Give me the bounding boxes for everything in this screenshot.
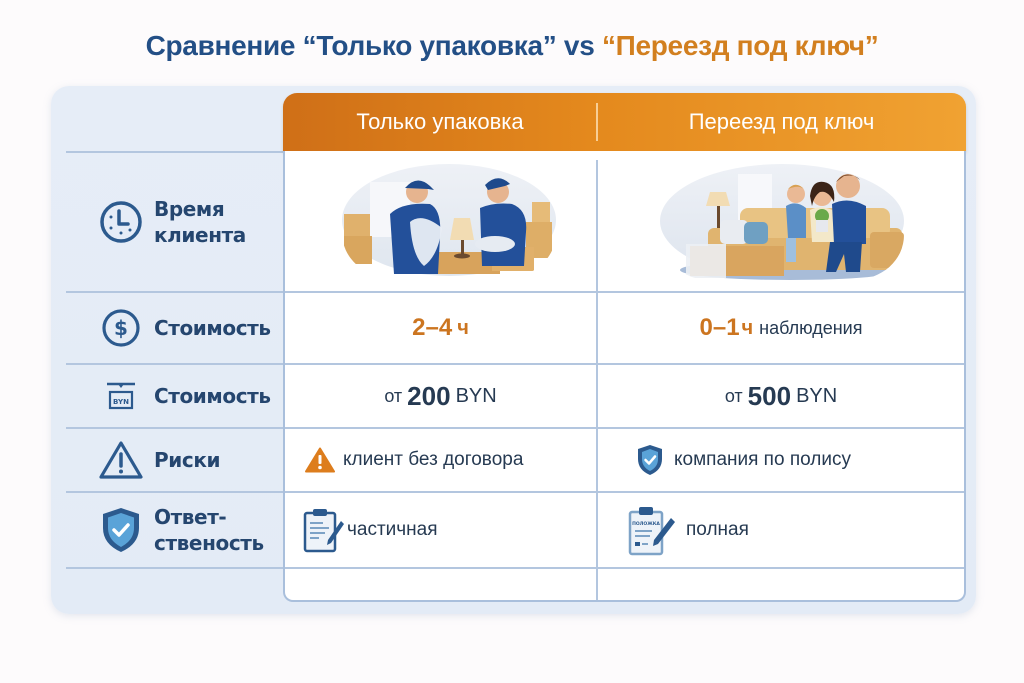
packing-price-value: от 200 BYN [285,365,596,427]
row-label-text: клиента [154,223,246,247]
row-divider [66,151,283,153]
shield-check-icon [636,444,664,476]
row-divider [285,567,964,569]
dollar-circle-icon: $ [96,303,146,353]
row-divider [66,363,283,365]
row-label-client-time: Время клиента [66,153,283,291]
row-divider [285,291,964,293]
price-prefix: от [384,385,403,406]
warning-triangle-icon [96,435,146,485]
row-label-risks: Риски [66,429,283,491]
clipboard-pen-icon [303,507,345,553]
price-amount: 200 [407,380,451,411]
time-unit: ч [457,316,469,339]
column-header-turnkey-move: Переезд под ключ [688,109,875,134]
row-divider [66,567,283,569]
price-currency: BYN [455,384,497,407]
turnkey-time-value: 0–1 ч наблюдения [598,293,964,363]
column-header-packing-only: Только упаковка [356,109,524,134]
packing-responsibility-value: частичная [303,493,596,567]
row-label-text: Ответ- [154,505,227,529]
turnkey-risk-value: компания по полису [636,429,956,491]
responsibility-text: частичная [347,519,438,540]
svg-text:ПОЛОЖКА: ПОЛОЖКА [632,521,660,527]
header-divider [596,103,598,141]
price-amount: 500 [747,380,792,411]
svg-text:BYN: BYN [113,398,129,406]
row-label-cost-time: $ Стоимость [66,293,283,363]
page-title: Сравнение “Только упаковка” vs “Переезд … [0,30,1024,62]
shield-check-icon [96,505,146,555]
packing-movers-illustration [342,162,556,278]
row-divider [285,427,964,429]
clock-icon [96,197,146,247]
row-divider [66,427,283,429]
family-on-sofa-illustration [660,162,904,280]
row-divider [66,291,283,293]
column-divider [596,160,598,600]
price-currency: BYN [796,384,838,407]
row-divider [285,363,964,365]
responsibility-text: полная [686,519,749,540]
price-prefix: от [724,385,743,406]
row-label-cost-price: BYN Стоимость [66,365,283,427]
clipboard-contract-pen-icon: ПОЛОЖКА [628,504,676,556]
turnkey-price-value: от 500 BYN [598,365,964,427]
row-divider [285,491,964,493]
warning-filled-icon [305,447,335,473]
row-label-text: Стоимость [154,384,271,408]
time-suffix: наблюдения [759,317,863,338]
turnkey-responsibility-value: ПОЛОЖКА полная [628,493,956,567]
title-vs: vs [556,30,602,61]
row-label-text: Стоимость [154,316,271,340]
packing-risk-value: клиент без договора [305,429,596,491]
byn-banknote-icon: BYN [96,371,146,421]
title-option-b: “Переезд под ключ” [601,30,879,61]
row-divider [66,491,283,493]
time-range: 2–4 [412,314,453,341]
title-option-a: “Только упаковка” [302,30,557,61]
svg-text:$: $ [114,316,128,340]
row-label-text: ственость [154,531,264,555]
row-label-text: Время [154,197,225,221]
title-prefix: Сравнение [145,30,303,61]
packing-time-value: 2–4 ч [285,293,596,363]
table-header: Только упаковка Переезд под ключ [283,93,966,151]
time-unit: ч [741,316,754,339]
risk-text: компания по полису [674,449,851,470]
row-label-text: Риски [154,448,221,472]
row-label-responsibility: Ответ- ственость [66,493,283,567]
time-range: 0–1 [699,314,740,341]
risk-text: клиент без договора [343,449,524,470]
